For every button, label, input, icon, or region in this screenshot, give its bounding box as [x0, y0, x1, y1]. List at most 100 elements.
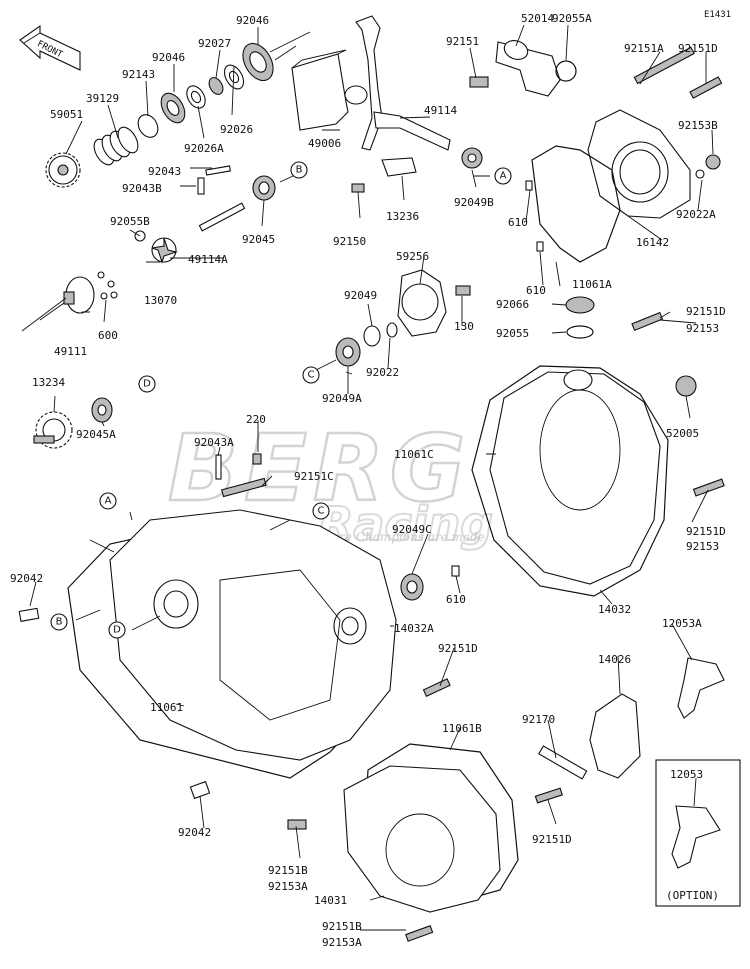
- callouts: A B C D A B C D: [50, 161, 512, 639]
- bracket-12053a: [677, 657, 725, 719]
- right-cover-group: [400, 365, 725, 601]
- callout-a-bottom: A: [99, 492, 117, 510]
- option-box-label: (OPTION): [666, 889, 719, 902]
- svg-text:B: B: [296, 165, 303, 176]
- dowel-92042-left: [18, 607, 40, 622]
- bolt-92151b-top: [287, 819, 307, 830]
- label-92022a: 92022A: [676, 208, 716, 221]
- label-11061a: 11061A: [572, 278, 612, 291]
- label-92049: 92049: [344, 289, 377, 302]
- o-ring-92055: [566, 325, 594, 339]
- label-92066: 92066: [496, 298, 529, 311]
- impeller-13070: [151, 237, 178, 264]
- label-14031: 14031: [314, 894, 347, 907]
- water-pump-cover-group: [469, 40, 723, 263]
- pin-92170: [538, 745, 588, 780]
- left-cover-group: [67, 509, 451, 779]
- crankcase-cover-14032: [489, 371, 661, 585]
- label-11061c: 11061C: [394, 448, 434, 461]
- label-92151b-top: 92151B: [268, 864, 308, 877]
- bracket-12053: [671, 805, 721, 869]
- svg-text:B: B: [56, 617, 63, 628]
- guard-group: [534, 657, 725, 804]
- leader-lines: [29, 24, 714, 931]
- duct-lever-group: [291, 15, 483, 193]
- shaft-49114: [373, 111, 451, 151]
- label-92049a: 92049A: [322, 392, 362, 405]
- label-92055b: 92055B: [110, 215, 150, 228]
- label-92151d-guard: 92151D: [532, 833, 572, 846]
- bolt-92151c: [221, 477, 267, 498]
- label-92042-bottom: 92042: [178, 826, 211, 839]
- label-610-b: 610: [526, 284, 546, 297]
- screw-92150: [351, 183, 365, 193]
- bolt-130: [455, 285, 471, 296]
- label-600: 600: [98, 329, 118, 342]
- label-92046: 92046: [152, 51, 185, 64]
- label-92151d-top: 92151D: [678, 42, 718, 55]
- pin-92043: [205, 165, 231, 176]
- bolt-92151d-top: [689, 76, 723, 99]
- label-130: 130: [454, 320, 474, 333]
- label-92151a: 92151A: [624, 42, 664, 55]
- label-92151b-bottom: 92151B: [322, 920, 362, 933]
- label-13070: 13070: [144, 294, 177, 307]
- plate-13236: [381, 157, 417, 177]
- label-49006: 49006: [308, 137, 341, 150]
- lower-left-small-parts: [18, 397, 267, 800]
- label-92045a: 92045A: [76, 428, 116, 441]
- label-92049b: 92049B: [454, 196, 494, 209]
- dowel-92042-bottom: [189, 780, 211, 800]
- svg-text:A: A: [105, 496, 112, 507]
- label-92153b: 92153B: [678, 119, 718, 132]
- label-92022: 92022: [366, 366, 399, 379]
- ball-600: [97, 271, 105, 279]
- label-49114: 49114: [424, 104, 457, 117]
- label-59051: 59051: [50, 108, 83, 121]
- bolt-92151d-right: [692, 478, 725, 497]
- label-92042-left: 92042: [10, 572, 43, 585]
- label-92153-right: 92153: [686, 540, 719, 553]
- bolt-92151b-bottom: [405, 925, 434, 942]
- label-92046-top: 92046: [236, 14, 269, 27]
- guard-14026: [589, 693, 641, 779]
- label-12053a: 12053A: [662, 617, 702, 630]
- pin-610-a: [525, 180, 533, 191]
- label-92151d-mid: 92151D: [686, 305, 726, 318]
- label-92143: 92143: [122, 68, 155, 81]
- pin-610-b: [536, 241, 544, 252]
- lever-49114-arm: [355, 15, 383, 151]
- label-92043: 92043: [148, 165, 181, 178]
- label-92151: 92151: [446, 35, 479, 48]
- svg-text:D: D: [143, 379, 151, 390]
- label-13234: 13234: [32, 376, 65, 389]
- watermark-tagline: Where Champions are made: [312, 530, 485, 544]
- label-11061: 11061: [150, 701, 183, 714]
- label-92151c: 92151C: [294, 470, 334, 483]
- label-92049c: 92049C: [392, 523, 432, 536]
- callout-b-top: B: [290, 161, 308, 179]
- bolt-92151d-guard: [534, 787, 563, 804]
- duct-49006: [291, 53, 349, 131]
- callout-d-bottom: D: [108, 621, 126, 639]
- label-610-c: 610: [446, 593, 466, 606]
- part-labels: 92046 92027 92046 92143 39129 59051 9202…: [10, 12, 726, 949]
- label-49114a: 49114A: [188, 253, 228, 266]
- svg-text:C: C: [308, 370, 315, 381]
- pin-92043a: [215, 454, 222, 480]
- label-92153-mid: 92153: [686, 322, 719, 335]
- nut-92153b: [705, 154, 721, 170]
- washer-92022a: [695, 169, 705, 179]
- option-box: (OPTION): [655, 759, 741, 907]
- label-14032: 14032: [598, 603, 631, 616]
- pin-92043b: [197, 177, 205, 195]
- label-92151d-right: 92151D: [686, 525, 726, 538]
- spring-39129: [93, 126, 139, 166]
- label-16142: 16142: [636, 236, 669, 249]
- label-92153a-bottom: 92153A: [322, 936, 362, 949]
- label-59256: 59256: [396, 250, 429, 263]
- label-92043a: 92043A: [194, 436, 234, 449]
- label-52014: 52014: [521, 12, 554, 25]
- callout-b-bottom: B: [50, 613, 68, 631]
